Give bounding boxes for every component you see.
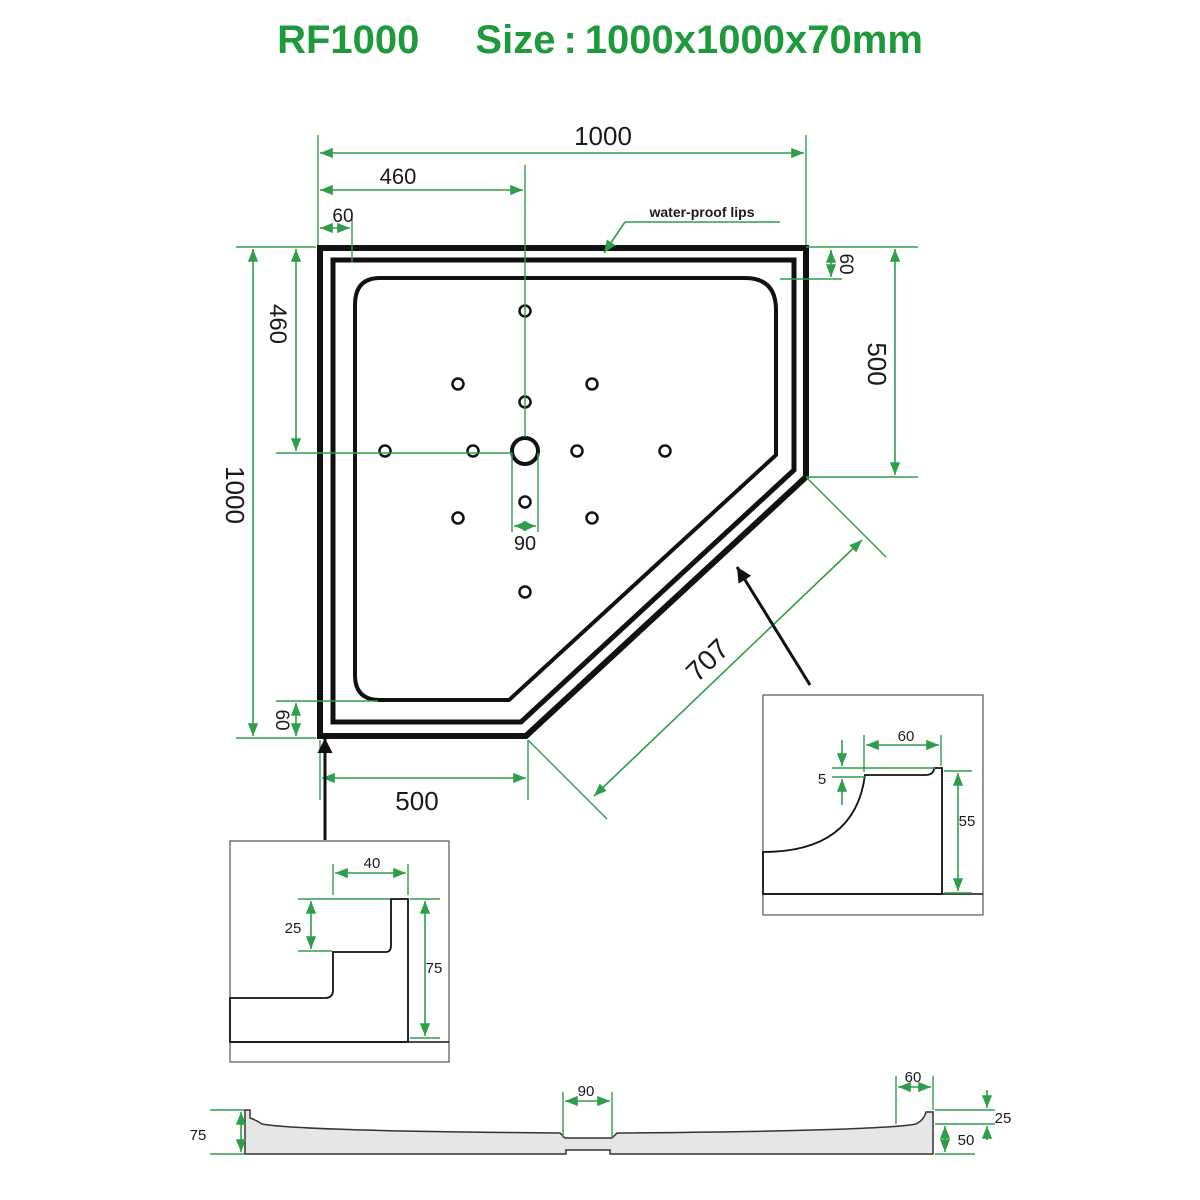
model-name: RF1000: [277, 18, 420, 62]
dim-profile-base-height-label: 50: [958, 1132, 975, 1149]
dot: [658, 444, 672, 458]
dim-diagonal-width-label: 60: [898, 728, 915, 745]
dim-diagonal-height-label: 55: [959, 813, 976, 830]
dim-diagonal: [593, 539, 863, 797]
detail-front-profile: [229, 898, 409, 1043]
dim-width-total-label: 1000: [574, 121, 632, 151]
dim-lip-right-label: 60: [835, 253, 856, 274]
dim-front-height-label: 75: [426, 960, 443, 977]
dim-to-drain-y-label: 460: [264, 304, 291, 344]
dot: [518, 495, 532, 509]
dim-drain-diameter-label: 90: [514, 533, 536, 555]
drain-hole: [510, 436, 540, 466]
dot: [466, 444, 480, 458]
dot: [451, 377, 465, 391]
dim-front-step-label: 25: [285, 920, 302, 937]
dot: [585, 377, 599, 391]
dot: [570, 444, 584, 458]
dim-height-total-label: 1000: [220, 466, 250, 524]
callout-waterproof-lips: water-proof lips: [648, 204, 754, 220]
dim-lip-top-left-label: 60: [332, 206, 353, 227]
dot: [378, 444, 392, 458]
dim-front-width-label: 40: [364, 855, 381, 872]
dot: [451, 511, 465, 525]
title: RF1000 Size : 1000x1000x70mm: [0, 18, 1200, 63]
dim-to-drain-x-label: 460: [380, 164, 417, 189]
dim-profile-lip-height-label: 25: [995, 1110, 1012, 1127]
dim-bottom-side-label: 500: [395, 786, 438, 816]
profile-shape: [244, 1109, 934, 1155]
dim-lip-bottom-label: 60: [271, 709, 292, 730]
detail-front-edge: 40 25 75: [229, 840, 450, 1063]
dim-right-side-label: 500: [862, 342, 892, 385]
size-label: Size : 1000x1000x70mm: [475, 18, 923, 62]
tray-basin-outline: [353, 276, 778, 702]
dim-profile-drain-label: 90: [578, 1083, 595, 1100]
dim-diagonal-label: 707: [680, 633, 735, 688]
dim-diagonal-lip-label: 5: [818, 771, 826, 788]
dim-profile-lip-width-label: 60: [905, 1069, 922, 1086]
side-profile: 75 90 60 25 50: [190, 1069, 1012, 1155]
pointer-arrow-diagonal: [735, 566, 812, 686]
dot: [518, 585, 532, 599]
detail-diagonal-edge: 60 5 55: [762, 694, 984, 916]
dot: [585, 511, 599, 525]
dim-profile-height-left-label: 75: [190, 1127, 207, 1144]
